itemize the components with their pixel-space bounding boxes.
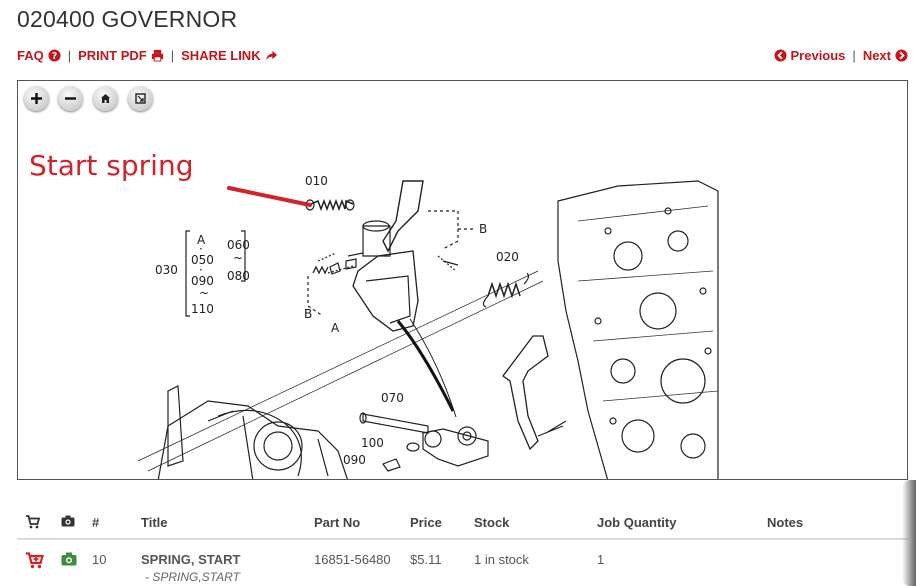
separator: | (170, 48, 175, 63)
home-icon (101, 94, 110, 103)
callout-020: 020 (496, 250, 519, 264)
governor-parts-diagram: 010 020 030 070 100 090 A · 050 · 090 ~ … (137, 174, 719, 479)
zoom-in-button[interactable] (24, 86, 49, 111)
ref-b: B (479, 222, 487, 236)
home-button[interactable] (93, 86, 118, 111)
share-arrow-icon (265, 50, 277, 61)
range-tilde: ~ (233, 251, 243, 265)
column-header-stock: Stock (474, 515, 510, 530)
page-title: 020400 GOVERNOR (17, 6, 238, 32)
range-dot: · (199, 242, 203, 256)
previous-label: Previous (790, 48, 846, 63)
range-080: 080 (227, 269, 250, 283)
share-link[interactable]: SHARE LINK (181, 48, 277, 63)
callout-100: 100 (361, 436, 384, 450)
pager: Previous | Next (773, 48, 909, 63)
zoom-out-button[interactable] (58, 86, 83, 111)
faq-label: FAQ (17, 48, 44, 63)
arrow-right-circle-icon (895, 49, 908, 62)
svg-text:?: ? (52, 51, 57, 62)
print-pdf-link[interactable]: PRINT PDF (78, 48, 164, 63)
separator: | (67, 48, 72, 63)
range-090: 090 (191, 274, 214, 288)
cart-plus-icon (26, 552, 44, 569)
ref-b: B (304, 307, 312, 321)
row-title: SPRING, START (141, 552, 241, 567)
previous-link[interactable]: Previous (773, 48, 846, 63)
range-060: 060 (227, 238, 250, 252)
camera-column-icon (61, 515, 75, 530)
fullscreen-button[interactable] (128, 86, 153, 111)
column-header-job-quantity: Job Quantity (597, 515, 677, 530)
table-row: 10 SPRING, START - SPRING,START 16851-56… (17, 540, 908, 586)
arrow-left-circle-icon (773, 49, 787, 62)
range-110: 110 (191, 302, 214, 316)
faq-link[interactable]: FAQ ? (17, 48, 61, 63)
next-link[interactable]: Next (863, 48, 908, 63)
column-header-num: # (92, 515, 100, 530)
parts-table: # Title Part No Price Stock Job Quantity… (17, 506, 908, 586)
cart-column-icon (25, 515, 41, 532)
column-header-title: Title (141, 515, 168, 530)
table-header: # Title Part No Price Stock Job Quantity… (17, 506, 908, 540)
camera-icon (61, 552, 77, 566)
printer-icon (151, 49, 163, 62)
view-photo-button[interactable] (61, 552, 77, 569)
row-part-no: 16851-56480 (314, 552, 391, 567)
row-price: $5.11 (410, 552, 442, 567)
callout-070: 070 (381, 391, 404, 405)
row-stock: 1 in stock (474, 552, 529, 567)
zoom-out-icon (65, 97, 76, 100)
add-to-cart-button[interactable] (25, 552, 44, 572)
column-header-price: Price (410, 515, 442, 530)
print-pdf-label: PRINT PDF (78, 48, 147, 63)
column-header-notes: Notes (767, 515, 804, 530)
callout-030: 030 (155, 263, 178, 277)
ref-a: A (331, 321, 340, 335)
range-a: A (197, 233, 206, 247)
zoom-in-icon (31, 93, 42, 104)
range-tilde: ~ (199, 286, 209, 300)
diagram-viewer[interactable]: 010 020 030 070 100 090 A · 050 · 090 ~ … (17, 80, 908, 480)
share-link-label: SHARE LINK (181, 48, 261, 63)
row-num: 10 (92, 552, 107, 567)
question-circle-icon: ? (48, 49, 61, 62)
range-dot: · (199, 263, 203, 277)
next-label: Next (862, 48, 891, 63)
callout-010: 010 (305, 174, 328, 188)
separator: | (852, 48, 856, 63)
callout-090: 090 (343, 453, 366, 467)
range-050: 050 (191, 253, 214, 267)
page-links: FAQ ? | PRINT PDF | SHARE LINK (17, 48, 278, 63)
scroll-edge-shadow (902, 480, 916, 586)
row-subtitle: - SPRING,START (145, 570, 240, 584)
row-job-quantity: 1 (597, 552, 605, 567)
annotation-label: Start spring (29, 149, 194, 182)
column-header-part-no: Part No (314, 515, 361, 530)
fullscreen-icon (135, 93, 146, 104)
